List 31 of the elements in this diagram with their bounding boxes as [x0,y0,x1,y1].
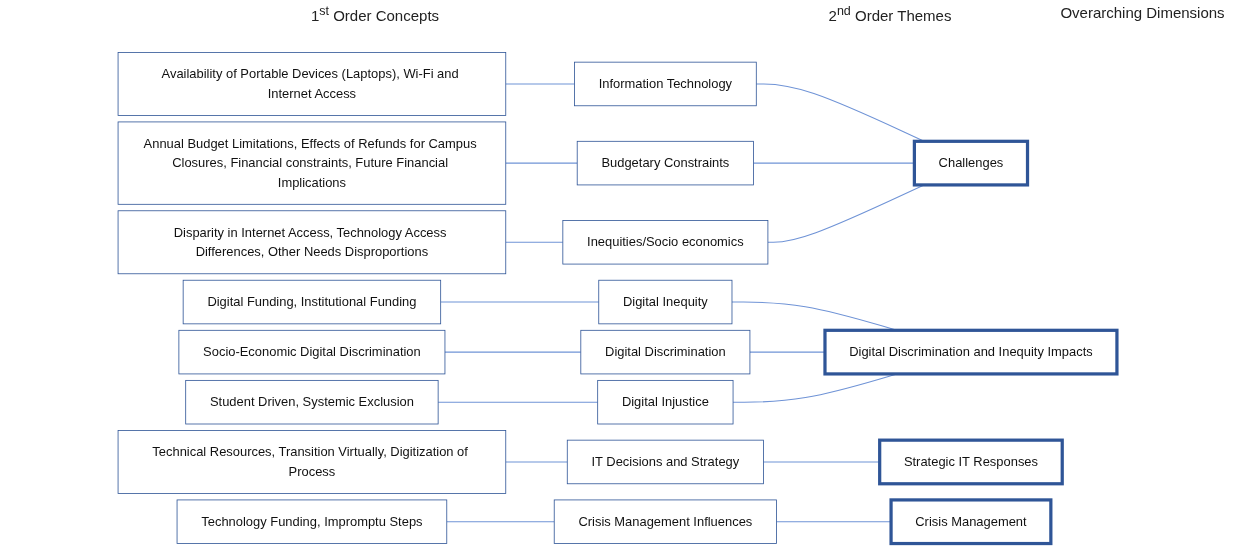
node-box: Inequities/Socio economics [562,220,769,265]
connector [505,83,575,85]
node-box: Crisis Management Influences [553,499,777,544]
connector [437,401,599,403]
column-heading: Overarching Dimensions [1060,4,1225,21]
node-box: Disparity in Internet Access, Technology Access Differences, Other Needs Disproportions [117,210,507,275]
column-heading: 1$^{st}$ Order Concepts [309,4,441,24]
node-box: Strategic IT Responses [878,438,1064,486]
node-box: Digital Funding, Institutional Funding [182,279,442,325]
node-box: Socio-Economic Digital Discrimination [178,329,446,375]
connector [505,461,568,463]
column-heading: 2$^{nd}$ Order Themes [827,4,953,24]
node-box: Budgetary Constraints [576,140,754,186]
connector [440,301,600,303]
node-box: Challenges [912,139,1030,187]
node-box: Crisis Management [889,498,1053,546]
connector [505,162,578,164]
node-box: Digital Discrimination and Inequity Impacts [823,328,1119,376]
connector [446,521,555,523]
node-box: Digital Injustice [597,379,734,425]
node-box: Digital Inequity [598,279,733,325]
node-box: Availability of Portable Devices (Laptops), Wi-Fi and Internet Access [117,52,507,116]
connector [444,351,582,353]
node-box: Student Driven, Systemic Exclusion [185,379,439,425]
node-box: Information Technology [574,61,757,107]
node-box: Technology Funding, Impromptu Steps [176,499,448,544]
node-box: Annual Budget Limitations, Effects of Refunds for Campus Closures, Financial constraints, Future Financial Implications [117,121,507,205]
connector [505,241,564,243]
node-box: IT Decisions and Strategy [566,439,764,485]
node-box: Technical Resources, Transition Virtually, Digitization of Process [117,430,507,494]
node-box: Digital Discrimination [580,329,751,375]
